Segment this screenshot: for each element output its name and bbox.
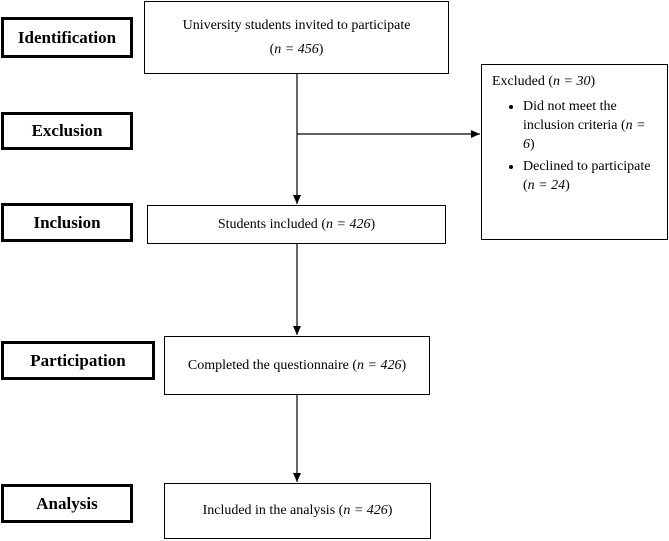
stage-analysis-label: Analysis (36, 493, 98, 513)
stage-identification-label: Identification (17, 27, 117, 47)
stage-participation: Participation (1, 341, 155, 380)
invited-box: University students invited to participa… (144, 1, 449, 74)
included-box: Students included (n = 426) (147, 205, 446, 244)
excluded-reason-declined: Declined to participate (n = 24) (523, 157, 659, 195)
excluded-reason-not-eligible: Did not meet the inclusion criteria (n =… (523, 97, 659, 154)
analysis-text: Included in the analysis (n = 426) (202, 503, 393, 518)
stage-analysis: Analysis (1, 484, 133, 523)
included-text: Students included (n = 426) (217, 216, 376, 232)
excluded-box: Excluded (n = 30) Did not meet the inclu… (481, 64, 668, 240)
invited-text: University students invited to participa… (182, 17, 411, 33)
stage-inclusion-label: Inclusion (33, 212, 101, 232)
excluded-title: Excluded (n = 30) (492, 74, 596, 89)
stage-identification: Identification (1, 17, 133, 58)
excluded-reasons-list: Did not meet the inclusion criteria (n =… (492, 97, 659, 195)
analysis-box: Included in the analysis (n = 426) (164, 483, 431, 539)
stage-inclusion: Inclusion (1, 203, 133, 242)
stage-participation-label: Participation (30, 350, 126, 370)
invited-count: (n = 456) (269, 41, 324, 57)
completed-box: Completed the questionnaire (n = 426) (164, 336, 430, 395)
stage-exclusion-label: Exclusion (31, 121, 103, 140)
stage-exclusion: Exclusion (1, 112, 133, 150)
completed-text: Completed the questionnaire (n = 426) (187, 357, 407, 373)
